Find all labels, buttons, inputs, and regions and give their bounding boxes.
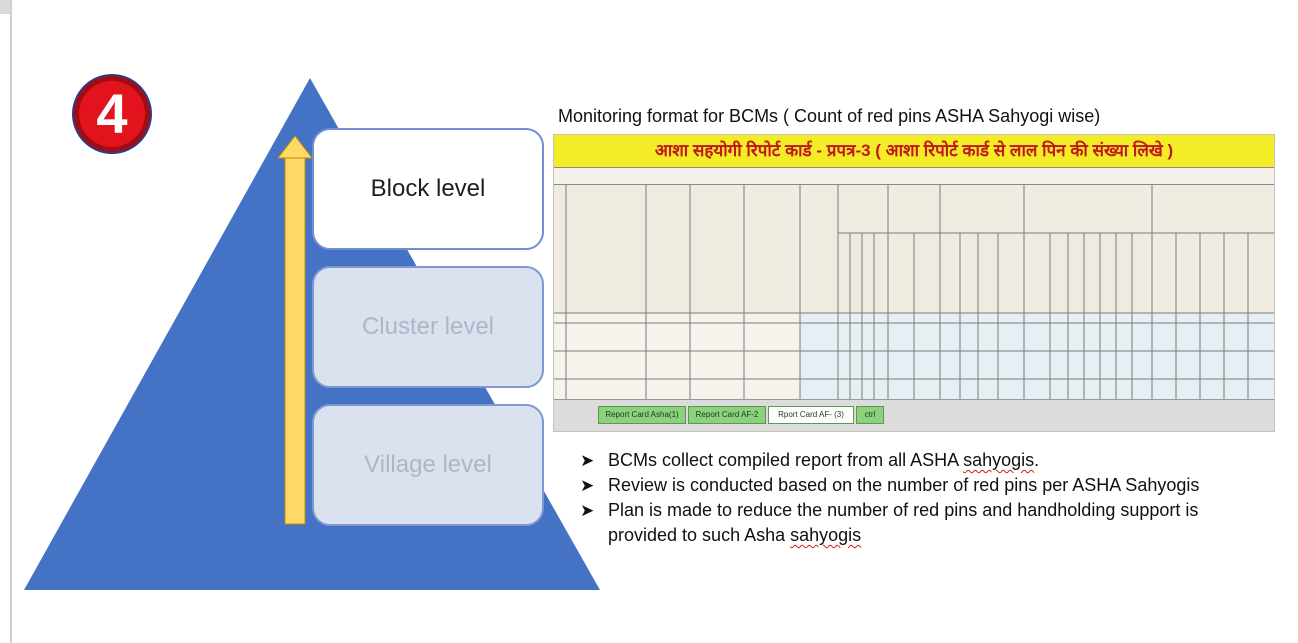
block-level-box: Block level xyxy=(312,128,544,250)
bullet-text: Plan is made to reduce the number of red… xyxy=(608,500,1199,545)
bullet-text: Review is conducted based on the number … xyxy=(608,475,1200,495)
bullet-item: ➤ Review is conducted based on the numbe… xyxy=(580,473,1260,498)
page-left-rule xyxy=(10,0,12,643)
sheet-tab-bar: Report Card Asha(1) Report Card AF-2 Rpo… xyxy=(554,399,1274,431)
step-number-badge: 4 xyxy=(74,76,150,152)
bullet-text: BCMs collect compiled report from all AS… xyxy=(608,450,964,470)
sheet-tab-1[interactable]: Report Card Asha(1) xyxy=(598,406,686,424)
upward-arrow-shaft xyxy=(284,155,306,525)
report-card-image: आशा सहयोगी रिपोर्ट कार्ड - प्रपत्र-3 ( आ… xyxy=(553,134,1275,432)
arrow-bullet-icon: ➤ xyxy=(580,476,595,495)
report-card-subheader xyxy=(554,168,1274,185)
spellcheck-word: sahyogis xyxy=(790,525,862,545)
report-card-grid xyxy=(554,185,1274,399)
top-left-stub xyxy=(0,0,12,14)
bullet-item: ➤ Plan is made to reduce the number of r… xyxy=(580,498,1260,548)
bullet-text-tail: . xyxy=(1034,450,1040,470)
cluster-level-box: Cluster level xyxy=(312,266,544,388)
upward-arrow-head xyxy=(276,135,314,159)
spellcheck-word: sahyogis xyxy=(963,450,1035,470)
bullet-item: ➤ BCMs collect compiled report from all … xyxy=(580,448,1260,473)
arrow-bullet-icon: ➤ xyxy=(580,501,595,520)
monitoring-format-title: Monitoring format for BCMs ( Count of re… xyxy=(558,106,1101,126)
sheet-tab-3[interactable]: Rport Card AF- (3) xyxy=(768,406,854,424)
report-card-title: आशा सहयोगी रिपोर्ट कार्ड - प्रपत्र-3 ( आ… xyxy=(554,135,1274,168)
sheet-tab-4[interactable]: ctrl xyxy=(856,406,884,424)
arrow-bullet-icon: ➤ xyxy=(580,451,595,470)
village-level-box: Village level xyxy=(312,404,544,526)
bullet-list: ➤ BCMs collect compiled report from all … xyxy=(580,448,1260,548)
sheet-tab-2[interactable]: Report Card AF-2 xyxy=(688,406,766,424)
